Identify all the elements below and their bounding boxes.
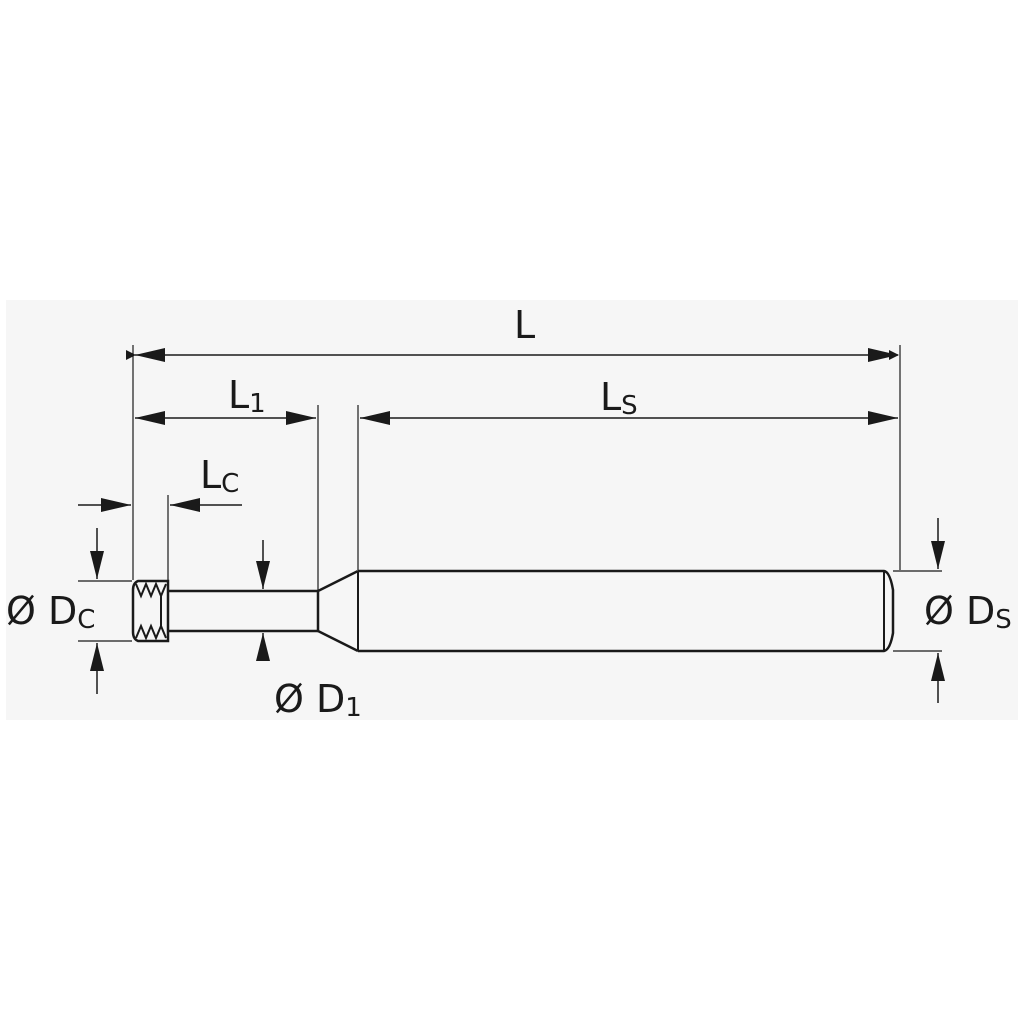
shank-body <box>358 569 895 653</box>
extension-lines <box>78 345 942 652</box>
cutting-diameter-sub: C <box>77 605 95 635</box>
shank-length-label: L <box>600 375 621 419</box>
neck-length-label: L <box>228 373 249 417</box>
cutting-head <box>131 579 170 643</box>
svg-text:Ø D1: Ø D1 <box>274 677 362 723</box>
cutting-length-label: L <box>200 453 221 497</box>
cutting-length-sub: C <box>221 469 239 499</box>
svg-text:LS: LS <box>600 375 638 421</box>
cutting-diameter-label: D <box>48 589 77 633</box>
dimension-shank-diameter: Ø DS <box>924 518 1012 703</box>
neck-diameter-symbol: Ø <box>274 677 304 721</box>
shank-diameter-label: D <box>966 589 995 633</box>
svg-text:L: L <box>514 303 535 347</box>
dimension-neck-diameter: Ø D1 <box>256 540 362 723</box>
neck-diameter-sub: 1 <box>345 693 362 723</box>
neck-length-sub: 1 <box>249 389 266 419</box>
svg-text:LC: LC <box>200 453 239 499</box>
neck-diameter-label: D <box>316 677 345 721</box>
svg-text:Ø DC: Ø DC <box>6 589 95 635</box>
cutting-diameter-symbol: Ø <box>6 589 36 633</box>
shank-length-sub: S <box>621 391 638 421</box>
end-mill-tool <box>131 569 895 653</box>
dimension-neck-length: L1 <box>135 373 316 425</box>
dimension-overall-length: L <box>126 303 899 362</box>
dimension-shank-length: LS <box>360 375 898 425</box>
overall-length-label: L <box>514 303 535 347</box>
shank-diameter-symbol: Ø <box>924 589 954 633</box>
svg-text:Ø DS: Ø DS <box>924 589 1012 635</box>
drawing-background <box>6 300 1018 720</box>
dimension-cutting-length: LC <box>78 453 242 512</box>
svg-text:L1: L1 <box>228 373 266 419</box>
neck-body <box>168 589 318 633</box>
neck-taper <box>316 569 359 653</box>
shank-diameter-sub: S <box>995 605 1012 635</box>
dimension-cutting-diameter: Ø DC <box>6 528 104 694</box>
